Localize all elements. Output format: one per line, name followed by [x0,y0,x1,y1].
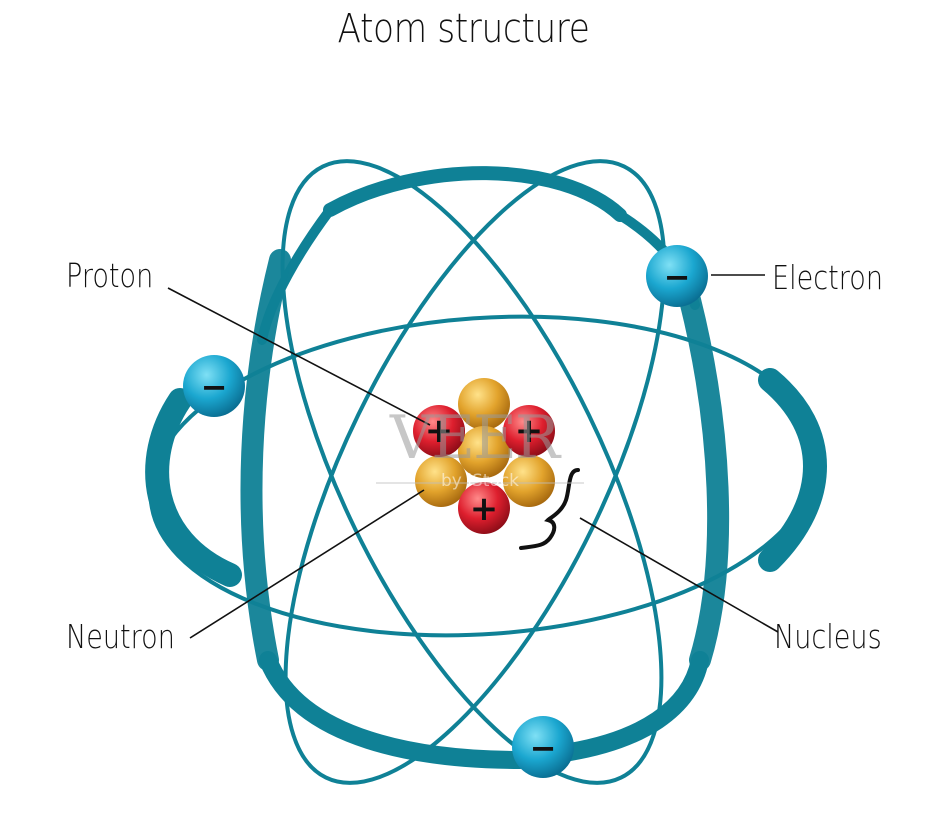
orbit-horizontal [145,314,827,638]
label-neutron: Neutron [66,617,175,656]
label-electron: Electron [772,258,883,297]
proton-right [503,405,555,457]
orbit-bottom-band [259,166,709,769]
label-proton: Proton [66,256,154,295]
electron-bottom: − [512,716,574,778]
svg-text:−: − [530,729,557,767]
electron-left: − [183,355,245,417]
page-title: Atom structure [337,6,590,52]
svg-text:−: − [664,258,691,296]
watermark: VEER by iStock [376,403,584,491]
leader-lines [167,274,779,639]
proton-bottom [458,482,510,534]
neutron-left [415,455,467,507]
proton-left-sign: + [425,411,454,451]
neutron-top [458,378,510,430]
neutron-leader [189,489,425,639]
svg-text:−: − [201,368,228,406]
proton-right-sign: + [515,411,544,451]
nucleus-leader [579,517,779,633]
watermark-sub: by iStock [441,471,519,491]
neutron-right [503,455,555,507]
nucleus: + + + [413,378,555,534]
watermark-brand: VEER [389,403,562,473]
electron-top-right: − [646,245,708,307]
proton-bottom-sign: + [470,489,499,529]
label-nucleus: Nucleus [774,617,882,656]
nucleus-brace [519,468,580,550]
neutron-center [458,426,510,478]
proton-left [413,405,465,457]
proton-leader [167,287,431,426]
